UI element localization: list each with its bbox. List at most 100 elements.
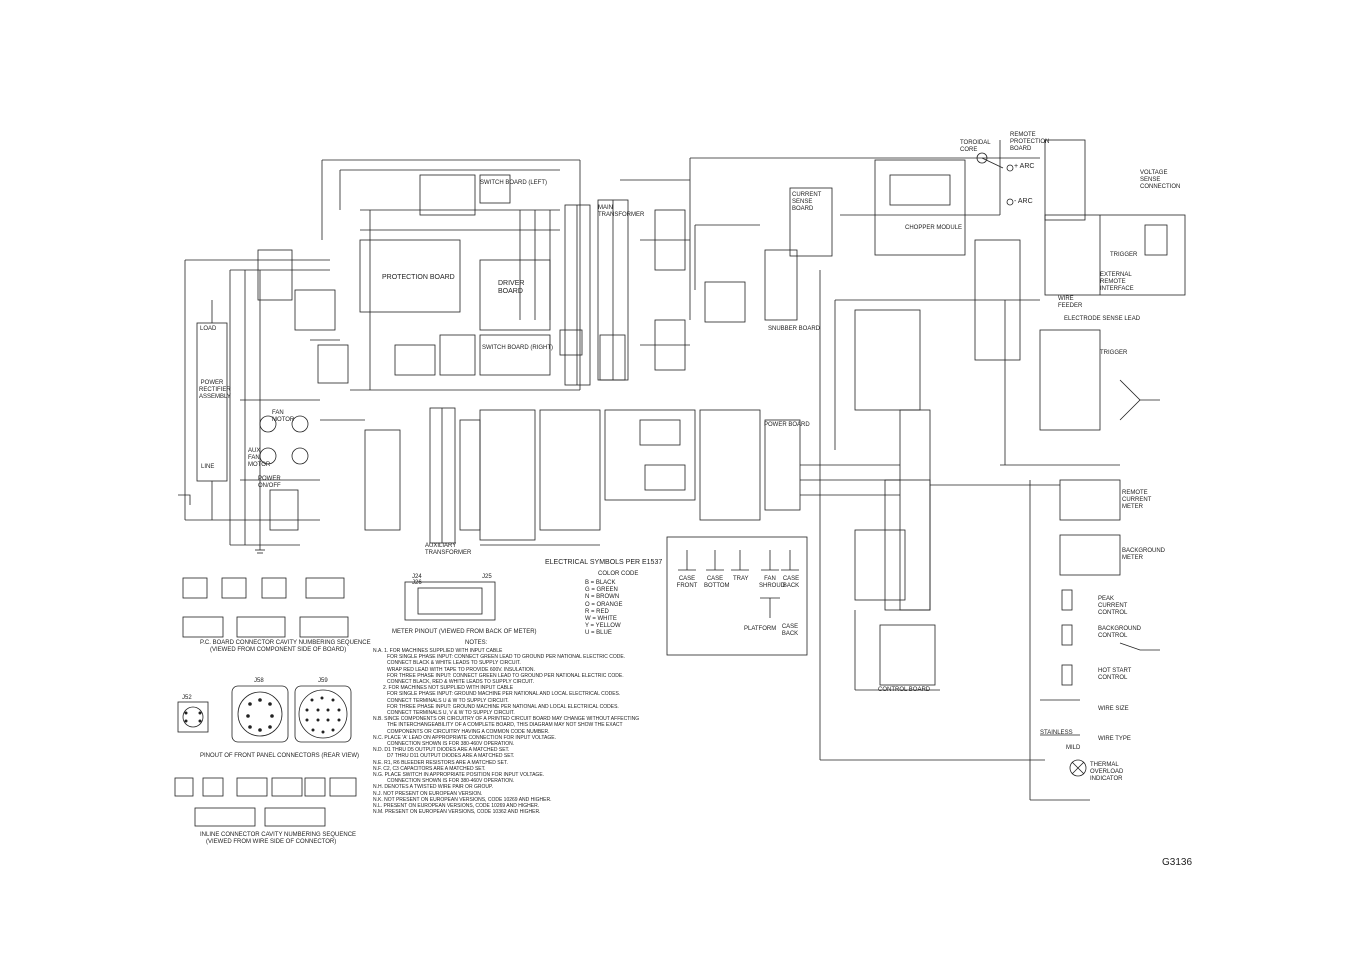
legend-title: ELECTRICAL SYMBOLS PER E1537 (545, 559, 663, 566)
inline-connector-diagrams (174, 777, 357, 827)
load-label: LOAD (200, 326, 217, 332)
arc-plus-label: + ARC (1014, 163, 1035, 170)
wire-feeder-label: WIRE FEEDER (1058, 296, 1083, 309)
note-item: N.C. PLACE 'A' LEAD ON APPROPRIATE CONNE… (373, 734, 556, 741)
note-item: N.K. NOT PRESENT ON EUROPEAN VERSIONS, C… (373, 796, 552, 803)
power-board-box (764, 419, 801, 511)
note-item: N.E. R1, R6 BLEEDER RESISTORS ARE A MATC… (373, 759, 508, 766)
color-code-list: B = BLACK G = GREEN N = BROWN O = ORANGE… (585, 580, 623, 638)
color-code-item: Y = YELLOW (585, 623, 621, 630)
color-code-item: R = RED (585, 608, 609, 615)
note-item: CONNECT BLACK, RED & WHITE LEADS TO SUPP… (387, 679, 535, 686)
toroidal-core-symbol (976, 152, 988, 164)
current-sense-board-box (789, 187, 833, 257)
background-control-label: BACKGROUND CONTROL (1098, 626, 1142, 639)
aux-transformer-box (429, 407, 456, 544)
ground-case-front: CASE FRONT (676, 576, 698, 589)
note-item: N.G. PLACE SWITCH IN APPROPRIATE POSITIO… (373, 772, 545, 779)
meter-pin-j25: J25 (482, 574, 492, 580)
drawing-number: G3136 (1162, 857, 1193, 868)
meter-pinout-label: METER PINOUT (VIEWED FROM BACK OF METER) (392, 629, 537, 635)
color-code-item: G = GREEN (585, 587, 618, 594)
fan-motor-symbol (259, 415, 277, 433)
remote-current-meter-box (1059, 479, 1121, 521)
front-conn-j52: J52 (182, 695, 192, 701)
note-item: FOR THREE PHASE INPUT: CONNECT GREEN LEA… (387, 672, 624, 679)
ground-case-back: CASE BACK (782, 576, 800, 589)
remote-protection-box (1044, 139, 1086, 221)
remote-current-meter-label: REMOTE CURRENT METER (1122, 490, 1152, 510)
trigger-label-2: TRIGGER (1100, 350, 1128, 356)
color-code-item: U = BLUE (585, 630, 612, 637)
main-transformer-label: MAIN TRANSFORMER (598, 205, 645, 218)
note-item: N.J. NOT PRESENT ON EUROPEAN VERSION. (373, 790, 483, 797)
stainless-label: STAINLESS (1040, 730, 1073, 736)
voltage-sense-label: VOLTAGE SENSE CONNECTION (1140, 170, 1181, 190)
pc-board-connector-diagrams (182, 577, 349, 638)
note-item: N.A. 1. FOR MACHINES SUPPLIED WITH INPUT… (373, 648, 503, 654)
pc-board-key-sub: (VIEWED FROM COMPONENT SIDE OF BOARD) (210, 647, 347, 653)
note-item: N.B. SINCE COMPONENTS OR CIRCUITRY OF A … (373, 716, 640, 723)
protection-board-label: PROTECTION BOARD (382, 274, 455, 281)
thermal-indicator-lamp (1069, 759, 1087, 777)
power-board-label: POWER BOARD (764, 422, 810, 428)
background-meter-box (1059, 534, 1121, 576)
j52-connector (177, 701, 209, 733)
aux-transformer-label: AUXILIARY TRANSFORMER (425, 543, 472, 556)
meter-pin-j24: J24 (412, 574, 422, 580)
switch-board-right-label: SWITCH BOARD (RIGHT) (482, 345, 553, 351)
note-item: THE INTERCHANGEABILITY OF A COMPLETE BOA… (387, 722, 623, 729)
chopper-module-label: CHOPPER MODULE (905, 225, 963, 231)
wire-type-label: WIRE TYPE (1098, 736, 1131, 742)
note-item: CONNECTION SHOWN IS FOR 380-460V OPERATI… (387, 778, 515, 785)
ground-case-bottom: CASE BOTTOM (704, 576, 730, 589)
legend-box (666, 536, 808, 656)
inline-key-label: INLINE CONNECTOR CAVITY NUMBERING SEQUEN… (200, 832, 357, 838)
ground-tray: TRAY (733, 576, 749, 582)
note-item: N.L. PRESENT ON EUROPEAN VERSIONS, CODE … (373, 803, 540, 810)
control-board-label: CONTROL BOARD (878, 687, 931, 693)
j58-connector (231, 685, 289, 743)
note-item: CONNECT TERMINALS U, V & W TO SUPPLY CIR… (387, 710, 515, 717)
mild-label: MILD (1066, 745, 1081, 751)
wire-feeder-box (1039, 329, 1101, 431)
power-switch-label: POWER ON/OFF (258, 476, 281, 489)
note-item: WRAP RED LEAD WITH TAPE TO PROVIDE 600V.… (387, 666, 535, 673)
hot-start-control-label: HOT START CONTROL (1098, 668, 1132, 681)
color-code-title: COLOR CODE (598, 571, 639, 577)
note-item: CONNECT BLACK & WHITE LEADS TO SUPPLY CI… (387, 660, 521, 667)
platform-case-back-label: CASE BACK (781, 624, 799, 637)
note-item: CONNECT TERMINALS U & W TO SUPPLY CIRCUI… (387, 697, 509, 704)
inline-key-sub: (VIEWED FROM WIRE SIDE OF CONNECTOR) (206, 839, 337, 845)
ground-fan-shroud: FAN SHROUD (759, 576, 786, 589)
color-code-item: B = BLACK (585, 580, 616, 586)
note-item: N.F. C2, C3 CAPACITORS ARE A MATCHED SET… (373, 765, 486, 772)
front-conn-j59: J59 (318, 678, 328, 684)
external-remote-label: EXTERNAL REMOTE INTERFACE (1100, 272, 1134, 292)
note-item: N.H. DENOTES A TWISTED WIRE PAIR OR GROU… (373, 784, 494, 791)
note-item: FOR SINGLE PHASE INPUT: GROUND MACHINE P… (387, 691, 621, 698)
snubber-board-label: SNUBBER BOARD (768, 326, 821, 332)
platform-label: PLATFORM (744, 626, 777, 632)
color-code-item: O = ORANGE (585, 601, 623, 608)
color-code-item: W = WHITE (585, 616, 617, 623)
notes-title: NOTES: (465, 640, 488, 646)
line-label: LINE (201, 464, 215, 470)
fan-motor-label: FAN MOTOR (272, 410, 295, 423)
background-meter-label: BACKGROUND METER (1122, 548, 1166, 561)
trigger-label: TRIGGER (1110, 252, 1138, 258)
switch-board-right-box (479, 334, 551, 376)
control-board-box (879, 624, 936, 686)
meter-pin-j26: J26 (412, 580, 422, 586)
front-conn-j58: J58 (254, 678, 264, 684)
current-sense-board-label: CURRENT SENSE BOARD (792, 192, 822, 212)
notes-list: N.A. 1. FOR MACHINES SUPPLIED WITH INPUT… (373, 648, 673, 815)
electrode-sense-label: ELECTRODE SENSE LEAD (1064, 316, 1141, 322)
front-panel-key-label: PINOUT OF FRONT PANEL CONNECTORS (REAR V… (200, 753, 360, 759)
toroidal-core-label: TOROIDAL CORE (960, 140, 991, 153)
arc-minus-label: - ARC (1014, 198, 1033, 205)
power-rectifier-label: POWER RECTIFIER ASSEMBLY (199, 380, 231, 400)
protection-board-box (359, 239, 461, 313)
